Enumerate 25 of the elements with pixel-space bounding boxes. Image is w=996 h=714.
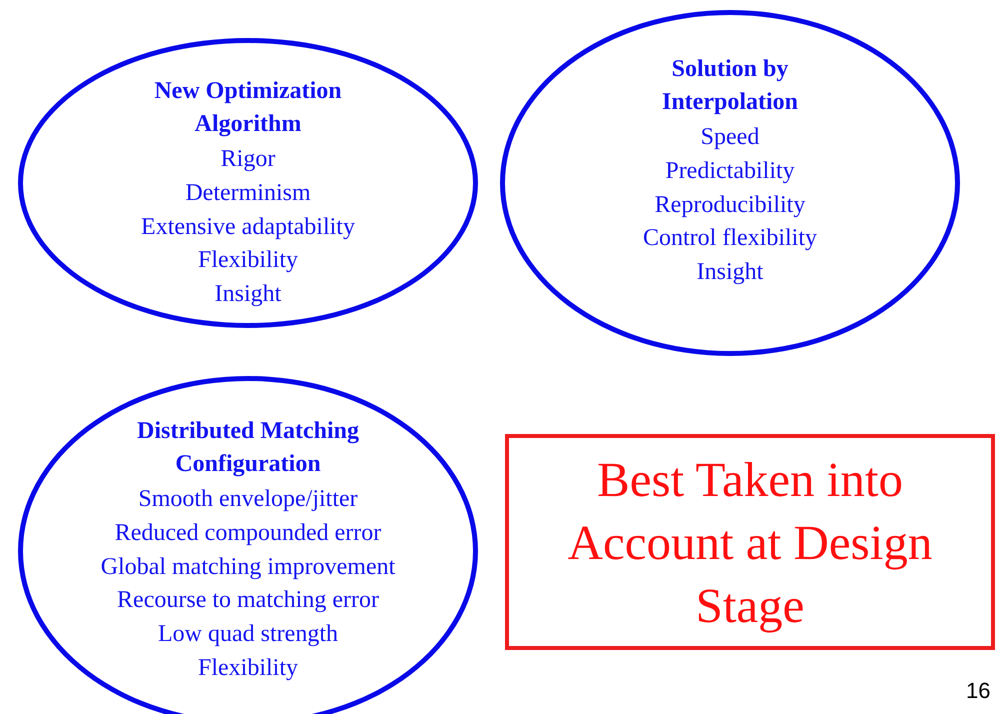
list-item: Determinism	[185, 178, 311, 208]
page-number: 16	[966, 678, 990, 704]
ellipse-heading: New Optimization Algorithm	[153, 77, 343, 139]
ellipse-node	[18, 38, 478, 328]
ellipse-heading: Distributed Matching Configuration	[136, 417, 360, 479]
list-item: Global matching improvement	[100, 552, 396, 582]
ellipse-node	[500, 10, 960, 356]
list-item: Control flexibility	[643, 224, 817, 254]
list-item: Speed	[700, 123, 760, 152]
note-text: Best Taken into Account at Design Stage	[566, 450, 934, 635]
list-item: Rigor	[220, 145, 276, 174]
ellipse-node	[18, 376, 478, 714]
list-item: Recourse to matching error	[117, 586, 379, 616]
list-item: Extensive adaptability	[141, 212, 355, 242]
list-item: Insight	[696, 258, 764, 288]
list-item: Flexibility	[198, 654, 298, 683]
note-box	[505, 434, 995, 650]
list-item: Reduced compounded error	[114, 518, 382, 548]
list-item: Smooth envelope/jitter	[138, 485, 358, 514]
list-item: Flexibility	[198, 246, 298, 276]
ellipse-heading: Solution by Interpolation	[660, 55, 799, 117]
list-item: Insight	[214, 280, 282, 310]
list-item: Predictability	[665, 156, 795, 186]
list-item: Reproducibility	[654, 190, 806, 220]
list-item: Low quad strength	[158, 620, 338, 650]
